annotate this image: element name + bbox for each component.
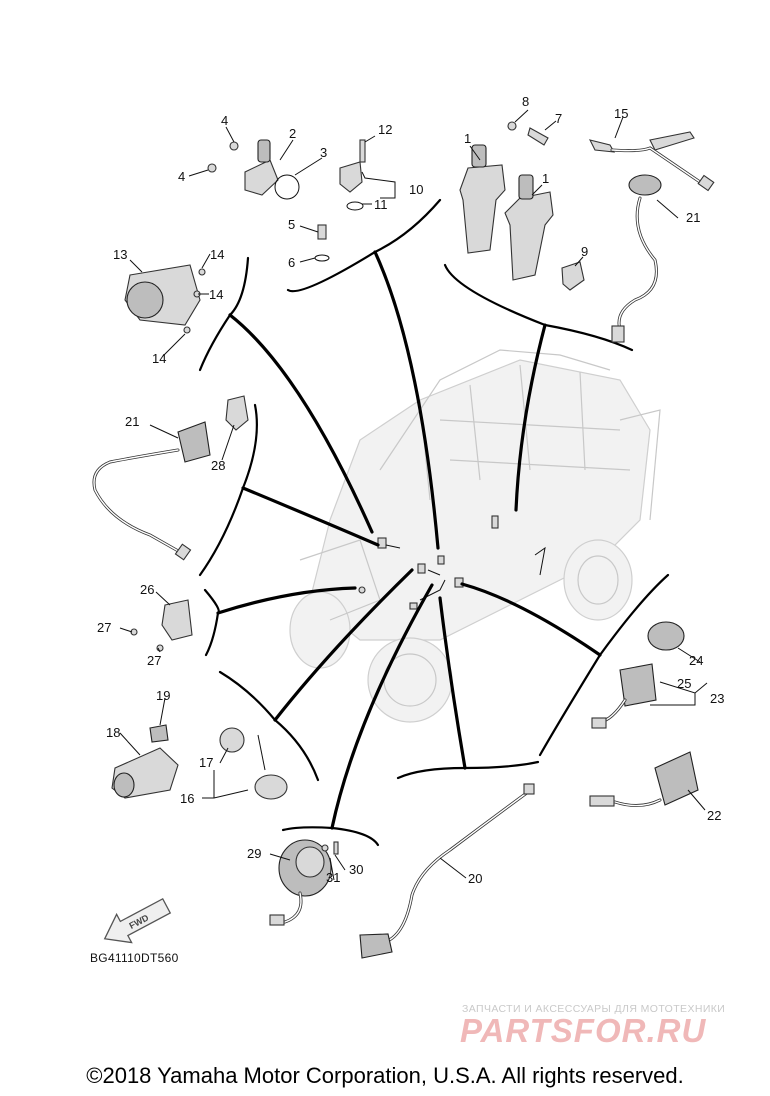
- key-switch-16: [219, 727, 288, 800]
- callout-26: 26: [140, 582, 154, 597]
- callout-2: 2: [289, 126, 296, 141]
- sensor-21-lower: [92, 395, 249, 561]
- callout-6: 6: [288, 255, 295, 270]
- vehicle-outline: [289, 349, 661, 723]
- center-connectors: [358, 515, 546, 610]
- callout-3: 3: [320, 145, 327, 160]
- callout-15: 15: [614, 106, 628, 121]
- callout-labels: 1 1 2 3 4 4 5 6 7 8 9 10 11 12 13 14 14 …: [97, 94, 724, 886]
- callout-23: 23: [710, 691, 724, 706]
- callout-27b: 27: [147, 653, 161, 668]
- callout-30: 30: [349, 862, 363, 877]
- callout-14c: 14: [152, 351, 166, 366]
- callout-1a: 1: [464, 131, 471, 146]
- leader-lines: [119, 109, 708, 881]
- callout-19: 19: [156, 688, 170, 703]
- callout-11: 11: [374, 197, 388, 212]
- watermark-tagline: ЗАПЧАСТИ И АКСЕССУАРЫ ДЛЯ МОТОТЕХНИКИ: [462, 1003, 726, 1015]
- callout-29: 29: [247, 846, 261, 861]
- sensor-icon: [507, 121, 585, 291]
- sensor-21-upper: [611, 174, 662, 343]
- callout-17: 17: [199, 755, 213, 770]
- callout-21b: 21: [125, 414, 139, 429]
- fwd-arrow-icon: FWD: [103, 897, 172, 944]
- callout-7: 7: [555, 111, 562, 126]
- callout-16: 16: [180, 791, 194, 806]
- actuator-13: [124, 264, 206, 334]
- switch-icon: [207, 139, 300, 200]
- callout-28: 28: [211, 458, 225, 473]
- callout-12: 12: [378, 122, 392, 137]
- callout-31: 31: [326, 870, 340, 885]
- callout-13: 13: [113, 247, 127, 262]
- ignition-coil-icon: [459, 144, 554, 281]
- callout-4a: 4: [221, 113, 228, 128]
- diagram-code: BG41110DT560: [90, 951, 179, 965]
- callout-14a: 14: [210, 247, 224, 262]
- callout-8: 8: [522, 94, 529, 109]
- group-brackets: [198, 198, 670, 847]
- callout-27a: 27: [97, 620, 111, 635]
- group-spokes: [216, 250, 602, 830]
- callout-10: 10: [409, 182, 423, 197]
- horn-29: [269, 839, 339, 926]
- relay-22: [589, 751, 699, 807]
- copyright-notice: ©2018 Yamaha Motor Corporation, U.S.A. A…: [86, 1063, 684, 1088]
- callout-25: 25: [677, 676, 691, 691]
- callout-4b: 4: [178, 169, 185, 184]
- callout-20: 20: [468, 871, 482, 886]
- callout-1b: 1: [542, 171, 549, 186]
- switch-18: [111, 724, 179, 799]
- switch-26: [130, 599, 193, 652]
- callout-24: 24: [689, 653, 703, 668]
- relay-23: [591, 621, 685, 729]
- sensor-20: [359, 783, 535, 959]
- callout-18: 18: [106, 725, 120, 740]
- watermark-logo: PARTSFOR.RU: [460, 1012, 707, 1049]
- callout-22: 22: [707, 808, 721, 823]
- callout-14b: 14: [209, 287, 223, 302]
- callout-21a: 21: [686, 210, 700, 225]
- sensor-15: [588, 131, 715, 192]
- callout-5: 5: [288, 217, 295, 232]
- callout-9: 9: [581, 244, 588, 259]
